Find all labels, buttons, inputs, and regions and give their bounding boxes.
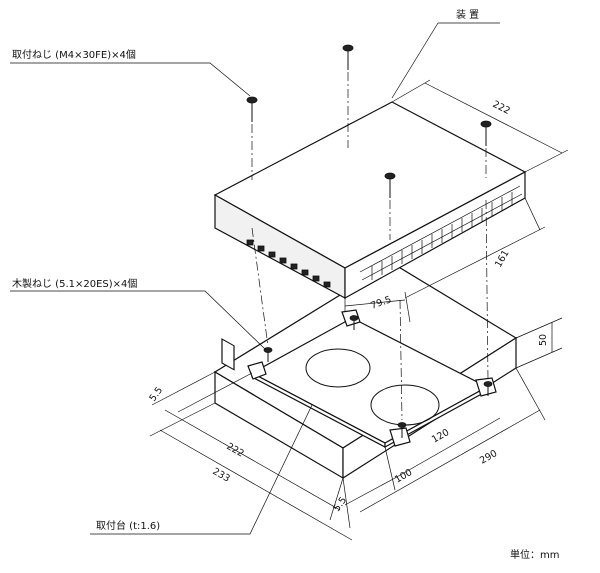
dim-base-height: 50	[538, 334, 549, 346]
wood-screw-2	[349, 315, 359, 330]
mounting-screws	[246, 44, 492, 198]
mounting-screw-label: 取付ねじ (M4×30FE)×4個	[12, 48, 136, 61]
device-leader	[391, 22, 439, 99]
device-label: 装 置	[456, 8, 479, 21]
wood-screw-1	[263, 347, 273, 362]
wood-screw-label: 木製ねじ (5.1×20ES)×4個	[12, 277, 137, 290]
wood-screw-3	[483, 381, 493, 396]
mounting-screw-leader	[10, 62, 251, 97]
device-indicator-row	[246, 239, 331, 288]
mounting-screw-4	[384, 172, 396, 198]
dim-device-width: 161	[493, 248, 512, 269]
mounting-screw-3	[480, 120, 492, 146]
plate-hole-left	[305, 348, 371, 388]
wood-screw-leader	[10, 290, 267, 351]
leader-lines	[10, 22, 500, 535]
device-power-switch	[221, 338, 235, 371]
dim-margin-left: 5.5	[147, 385, 165, 404]
device-rear-connectors	[359, 185, 523, 281]
mounting-plate-label: 取付台 (t:1.6)	[96, 519, 160, 532]
mounting-plate-leader	[90, 404, 313, 535]
dimension-lines	[149, 79, 569, 541]
dim-hole-offset: 120	[430, 427, 451, 446]
unit-label: 単位：mm	[510, 548, 559, 561]
wood-screw-4	[397, 422, 407, 438]
wood-screws	[263, 315, 493, 438]
mounting-screw-1	[342, 44, 354, 70]
dim-base-width: 290	[478, 448, 499, 467]
plate-tab-4	[389, 427, 411, 447]
alignment-lines	[251, 72, 489, 421]
dim-margin-right: 5.5	[331, 495, 349, 514]
plate-tab-1	[247, 361, 267, 380]
mounting-plate	[247, 309, 497, 449]
dim-plate-depth: 222	[225, 441, 246, 460]
mounting-screw-2	[246, 96, 258, 122]
dim-device-depth: 222	[491, 99, 512, 117]
